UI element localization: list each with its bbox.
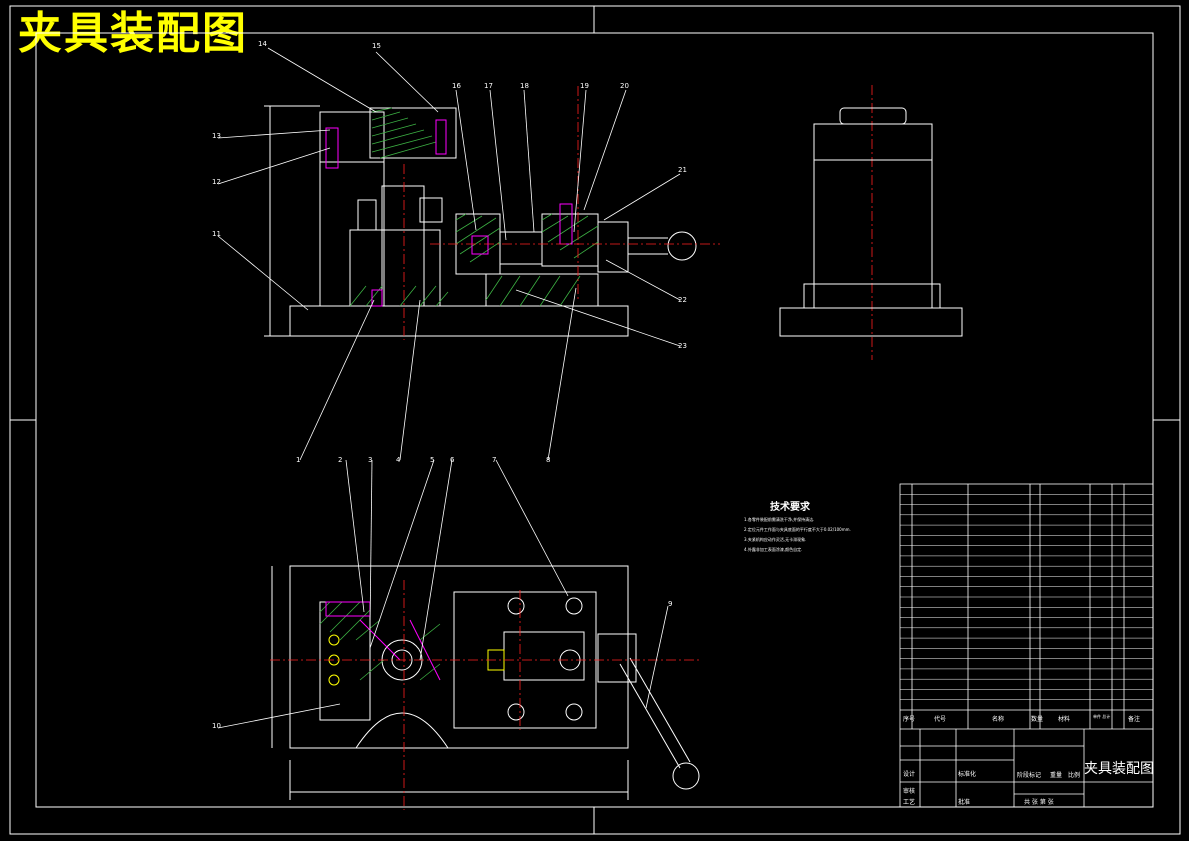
header-seq: 序号 [903, 716, 916, 723]
callout-7: 7 [492, 456, 497, 464]
stage-mark: 阶段标记 [1017, 772, 1042, 779]
callout-5: 5 [430, 456, 435, 464]
tech-req-line-1: 1.各零件装配前需清洗干净,并保持清洁. [744, 517, 815, 522]
title-block [899, 483, 1154, 808]
callout-14: 14 [258, 40, 267, 48]
center-lines-top [403, 85, 873, 360]
callout-15: 15 [372, 42, 381, 50]
tech-req-line-3: 3.夹紧机构应动作灵活,无卡滞现象. [744, 537, 807, 542]
section-hatching [349, 107, 599, 307]
header-code: 代号 [934, 716, 947, 723]
callout-2: 2 [338, 456, 343, 464]
top-plan-view [271, 565, 700, 800]
callout-23: 23 [678, 342, 687, 350]
callout-3: 3 [368, 456, 373, 464]
callout-21: 21 [678, 166, 687, 174]
top-view-magenta [325, 601, 441, 681]
callout-11: 11 [212, 230, 221, 238]
callout-16: 16 [452, 82, 461, 90]
header-qty: 数量 [1031, 716, 1044, 723]
callout-6: 6 [450, 456, 455, 464]
callout-4: 4 [396, 456, 401, 464]
center-lines-bottom [270, 580, 700, 810]
tech-req-line-2: 2.定位元件工作面与夹具底面的平行度不大于0.02/100mm. [744, 527, 851, 532]
callout-19: 19 [580, 82, 589, 90]
header-weight: 单件 总计 [1093, 714, 1111, 719]
header-remark: 备注 [1128, 716, 1141, 723]
sign-design: 设计 [903, 771, 916, 778]
tech-req-line-4: 4.外露非加工表面涂漆,颜色自定. [744, 547, 803, 552]
side-view [779, 107, 963, 337]
callout-22: 22 [678, 296, 687, 304]
scale-label: 比例 [1068, 772, 1081, 779]
callout-13: 13 [212, 132, 221, 140]
bolts-magenta [325, 119, 573, 307]
callout-8: 8 [546, 456, 551, 464]
parts-list-rows [900, 494, 1153, 700]
front-section-view [264, 105, 697, 337]
callout-12: 12 [212, 178, 221, 186]
drawing-title: 夹具装配图 [1084, 761, 1154, 777]
sign-standard: 标准化 [958, 771, 977, 778]
callout-9: 9 [668, 600, 673, 608]
callout-17: 17 [484, 82, 493, 90]
header-name: 名称 [992, 716, 1005, 723]
technical-requirements-heading: 技术要求 [770, 502, 810, 513]
sign-process: 工艺 [903, 799, 916, 806]
sign-approve: 批准 [958, 799, 971, 806]
callout-1: 1 [296, 456, 301, 464]
sheet-count: 共 张 第 张 [1024, 799, 1054, 806]
callout-10: 10 [212, 722, 221, 730]
header-material: 材料 [1058, 716, 1071, 723]
callout-18: 18 [520, 82, 529, 90]
sign-review: 审核 [903, 788, 916, 795]
weight-label: 重量 [1050, 772, 1063, 779]
leader-lines [217, 47, 681, 729]
top-view-hatch [319, 601, 441, 681]
callout-20: 20 [620, 82, 629, 90]
drawing-frame [9, 5, 1181, 835]
